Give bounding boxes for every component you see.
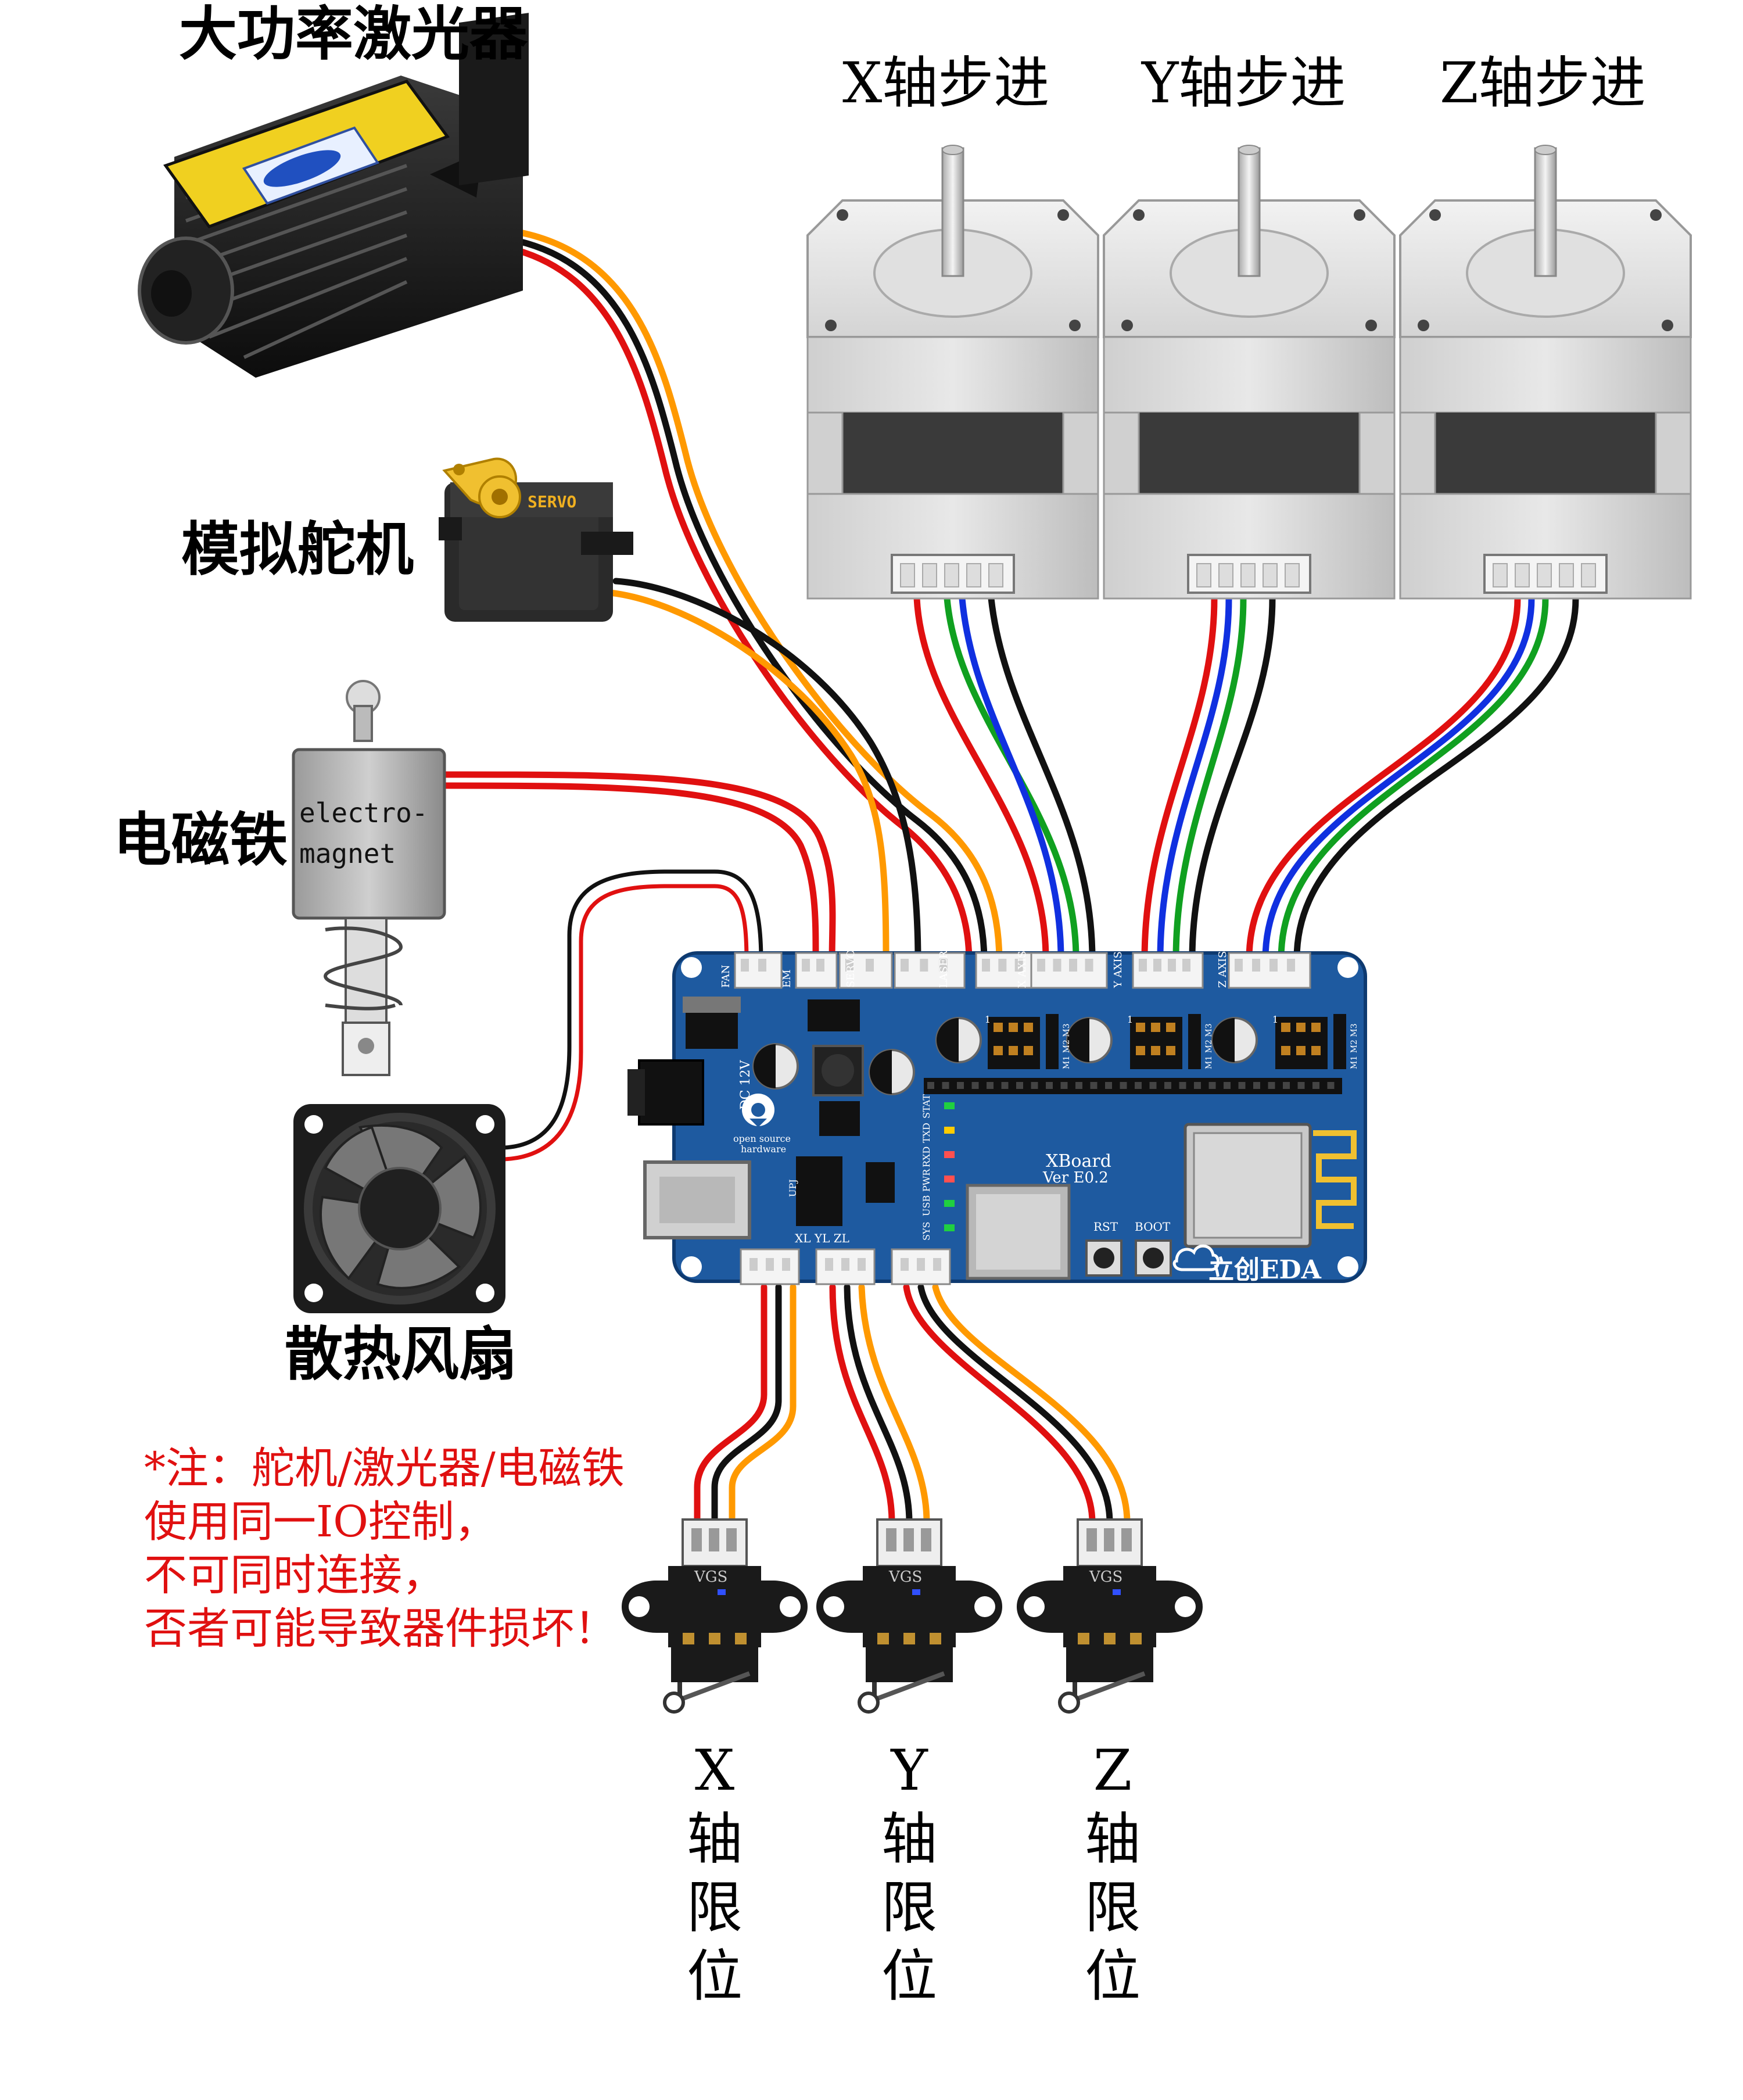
fan-wire-red xyxy=(502,884,749,1162)
board-version: Ver E0.2 xyxy=(1042,1169,1109,1187)
oshw-text-2: hardware xyxy=(741,1144,786,1155)
oshw-logo xyxy=(742,1094,774,1127)
z-limit-switch: VGS xyxy=(1017,1518,1203,1714)
em-text-1: electro- xyxy=(299,797,428,829)
laser-module xyxy=(138,13,529,378)
port-label-laser: LASER xyxy=(938,951,950,988)
y-motor-wire-red xyxy=(1141,595,1218,962)
em-wire-red-2 xyxy=(441,782,819,965)
fan-wire-black xyxy=(502,869,763,1150)
limit-pin-label-2: VGS xyxy=(1089,1568,1122,1586)
laser-wire-red xyxy=(508,245,973,965)
limit-pin-label-0: VGS xyxy=(694,1568,727,1586)
limit-port-label: XL YL ZL xyxy=(795,1231,849,1245)
rst-label: RST xyxy=(1093,1220,1118,1234)
upj-label: UPJ xyxy=(787,1179,798,1197)
x-limit-switch: VGS xyxy=(622,1518,808,1714)
x-motor-label: X轴步进 xyxy=(842,51,1050,116)
limit-switches: VGS VGS VGS xyxy=(622,1518,1203,1714)
em-wire-red-1 xyxy=(441,771,836,965)
servo: SERVO xyxy=(439,457,633,622)
xl-wire-orange xyxy=(729,1284,797,1526)
jumper-label-0: 1 xyxy=(985,1014,991,1025)
z-motor-wire-green xyxy=(1278,595,1549,962)
zl-wire-red xyxy=(903,1284,1096,1526)
x-stepper-motor xyxy=(806,145,1099,600)
x-motor-wire-red xyxy=(913,595,1049,962)
yl-wire-black xyxy=(844,1284,913,1526)
x-motor-wire-blue xyxy=(959,595,1064,962)
port-label-x-axis: X AXIS xyxy=(1016,951,1028,988)
port-label-z-axis: Z AXIS xyxy=(1217,951,1229,988)
laser-wire-black xyxy=(512,237,988,965)
yl-wire-red xyxy=(829,1284,895,1526)
y-stepper-motor xyxy=(1103,145,1396,600)
motor-pins-label-2: M1 M2 M3 xyxy=(1350,1023,1359,1069)
xl-wire-red xyxy=(694,1284,768,1526)
top-ports: FAN EM SERVO LASER X AXIS Y AXIS Z AXIS xyxy=(720,949,1311,989)
yl-wire-orange xyxy=(858,1284,930,1526)
warning-note: *注：舵机/激光器/电磁铁 使用同一IO控制， 不可同时连接， 否者可能导致器件… xyxy=(144,1443,625,1654)
led-label-usb: USB xyxy=(921,1195,932,1216)
port-label-em: EM xyxy=(781,969,793,988)
boot-label: BOOT xyxy=(1135,1220,1171,1234)
servo-wire-black xyxy=(612,578,921,965)
led-label-stat: STAT xyxy=(921,1094,932,1119)
led-label-pwr: PWR xyxy=(921,1169,932,1192)
limit-pin-label-1: VGS xyxy=(888,1568,922,1586)
z-motor-label: Z轴步进 xyxy=(1440,51,1646,116)
led-label-rxd: RXD xyxy=(921,1146,932,1167)
z-motor-wire-blue xyxy=(1262,595,1535,962)
y-motor-wire-blue xyxy=(1157,595,1232,962)
board-brand: 立创EDA xyxy=(1208,1255,1322,1285)
led-label-sys: SYS xyxy=(921,1222,932,1241)
board-name: XBoard xyxy=(1046,1151,1111,1171)
y-motor-wire-black xyxy=(1189,595,1276,962)
xl-wire-black xyxy=(711,1284,782,1526)
port-label-servo: SERVO xyxy=(845,949,857,988)
z-stepper-motor xyxy=(1399,145,1692,600)
electromagnet-label: 电磁铁 xyxy=(113,805,288,874)
motor-pins-label-0: M1 M2 M3 xyxy=(1062,1023,1071,1069)
laser-label: 大功率激光器 xyxy=(179,0,528,68)
port-label-y-axis: Y AXIS xyxy=(1112,951,1124,988)
zl-wire-black xyxy=(917,1284,1113,1526)
oshw-text-1: open source xyxy=(733,1133,791,1144)
servo-wire-orange xyxy=(607,589,890,965)
servo-label: 模拟舵机 xyxy=(181,515,414,583)
y-limit-switch: VGS xyxy=(816,1518,1002,1714)
wires xyxy=(441,229,1579,1526)
jumper-label-2: 1 xyxy=(1272,1014,1278,1025)
electromagnet: electro- magnet xyxy=(292,680,446,1076)
y-motor-wire-green xyxy=(1172,595,1247,962)
laser-wire-orange xyxy=(517,229,1003,965)
motor-pins-label-1: M1 M2 M3 xyxy=(1204,1023,1214,1069)
x-motor-wire-black xyxy=(988,595,1096,962)
y-motor-label: Y轴步进 xyxy=(1142,51,1346,116)
em-text-2: magnet xyxy=(299,838,396,869)
cooling-fan xyxy=(293,1104,505,1313)
zl-wire-orange xyxy=(932,1284,1131,1526)
fan-label: 散热风扇 xyxy=(285,1320,517,1388)
servo-brand: SERVO xyxy=(528,492,576,511)
stepper-motors xyxy=(806,145,1692,600)
z-motor-wire-red xyxy=(1246,595,1521,962)
jumper-label-1: 1 xyxy=(1127,1014,1133,1025)
led-label-txd: TXD xyxy=(921,1123,932,1143)
z-motor-wire-black xyxy=(1293,595,1579,962)
port-label-fan: FAN xyxy=(720,965,732,988)
